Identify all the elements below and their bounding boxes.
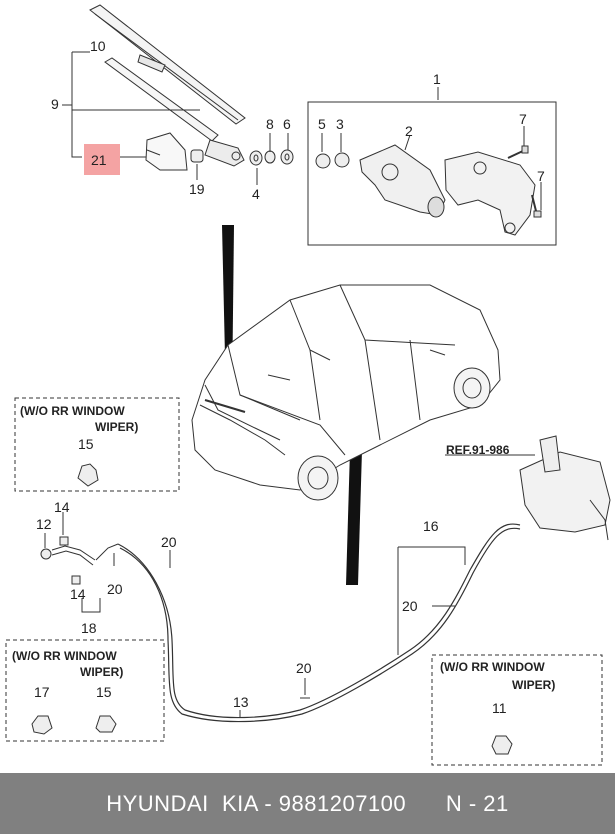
motor-assembly-box xyxy=(307,101,557,246)
label-part-17: 17 xyxy=(34,684,50,700)
footer-gap xyxy=(406,791,446,816)
label-part-2: 2 xyxy=(405,123,413,139)
label-part-6: 6 xyxy=(283,116,291,132)
nut-19 xyxy=(190,149,204,163)
footer-part-number: 9881207100 xyxy=(278,791,407,816)
label-part-12: 12 xyxy=(36,516,52,532)
label-part-20-d: 20 xyxy=(296,660,312,676)
label-part-20-a: 20 xyxy=(161,534,177,550)
label-part-14-upper: 14 xyxy=(54,499,70,515)
washer-4 xyxy=(249,150,263,166)
label-part-14-lower: 14 xyxy=(70,586,86,602)
cap-11 xyxy=(491,735,513,755)
label-part-8: 8 xyxy=(266,116,274,132)
label-part-20-c: 20 xyxy=(402,598,418,614)
wiper-arm xyxy=(104,57,245,167)
washer-hose xyxy=(117,523,521,723)
nut-3 xyxy=(334,152,350,168)
note-box-right-bottom xyxy=(431,654,603,766)
note-box-left-top xyxy=(14,397,180,492)
wiper-blade xyxy=(89,4,246,125)
label-part-3: 3 xyxy=(336,116,344,132)
label-part-10: 10 xyxy=(90,38,106,54)
note-left-top-line1: (W/O RR WINDOW xyxy=(20,404,125,418)
note-right-bottom-line2: WIPER) xyxy=(512,678,555,692)
note-left-bottom-line1: (W/O RR WINDOW xyxy=(12,649,117,663)
label-part-4: 4 xyxy=(252,186,260,202)
label-part-18: 18 xyxy=(81,620,97,636)
footer-bar: HYUNDAI KIA - 9881207100 N - 21 xyxy=(0,773,615,834)
label-part-11: 11 xyxy=(492,700,507,716)
note-left-bottom-line2: WIPER) xyxy=(80,665,123,679)
motor-bracket xyxy=(444,151,536,236)
parts-diagram: 1 2 3 4 5 6 7 7 8 9 10 11 12 13 14 14 15… xyxy=(5,4,611,766)
footer-brand: HYUNDAI KIA xyxy=(106,791,258,816)
cap-cover xyxy=(145,132,188,171)
bolt-7-upper xyxy=(507,145,529,159)
label-part-7-lower: 7 xyxy=(537,168,545,184)
label-part-9: 9 xyxy=(51,96,59,112)
washer-reservoir xyxy=(519,435,611,541)
label-part-1: 1 xyxy=(433,71,441,87)
part-labels: 1 2 3 4 5 6 7 7 8 9 10 11 12 13 14 14 15… xyxy=(12,38,555,716)
footer-separator: - xyxy=(257,791,279,816)
label-part-15-bottom: 15 xyxy=(96,684,112,700)
label-part-20-b: 20 xyxy=(107,581,123,597)
nozzle-15-bottom xyxy=(95,715,117,733)
wiper-motor xyxy=(359,144,446,218)
grommet-5 xyxy=(315,153,331,169)
highlight-part-21 xyxy=(84,144,120,175)
washer-nozzle-assembly xyxy=(40,536,119,613)
bolt-7-lower xyxy=(531,194,542,218)
vehicle-outline xyxy=(191,284,501,501)
label-part-13: 13 xyxy=(233,694,249,710)
label-part-19: 19 xyxy=(189,181,205,197)
footer-page: N - 21 xyxy=(445,791,509,816)
plug-17 xyxy=(31,715,53,735)
washer-8 xyxy=(264,150,276,164)
label-part-21: 21 xyxy=(91,152,107,168)
label-part-7-upper: 7 xyxy=(519,111,527,127)
label-part-5: 5 xyxy=(318,116,326,132)
label-part-16: 16 xyxy=(423,518,439,534)
reference-label: REF.91-986 xyxy=(446,443,510,457)
note-left-top-line2: WIPER) xyxy=(95,420,138,434)
note-right-bottom-line1: (W/O RR WINDOW xyxy=(440,660,545,674)
label-part-15-top: 15 xyxy=(78,436,94,452)
washer-6 xyxy=(280,149,294,165)
pointer-to-washer xyxy=(346,450,362,585)
nozzle-15-top xyxy=(77,463,99,487)
note-box-left-bottom xyxy=(5,639,165,742)
